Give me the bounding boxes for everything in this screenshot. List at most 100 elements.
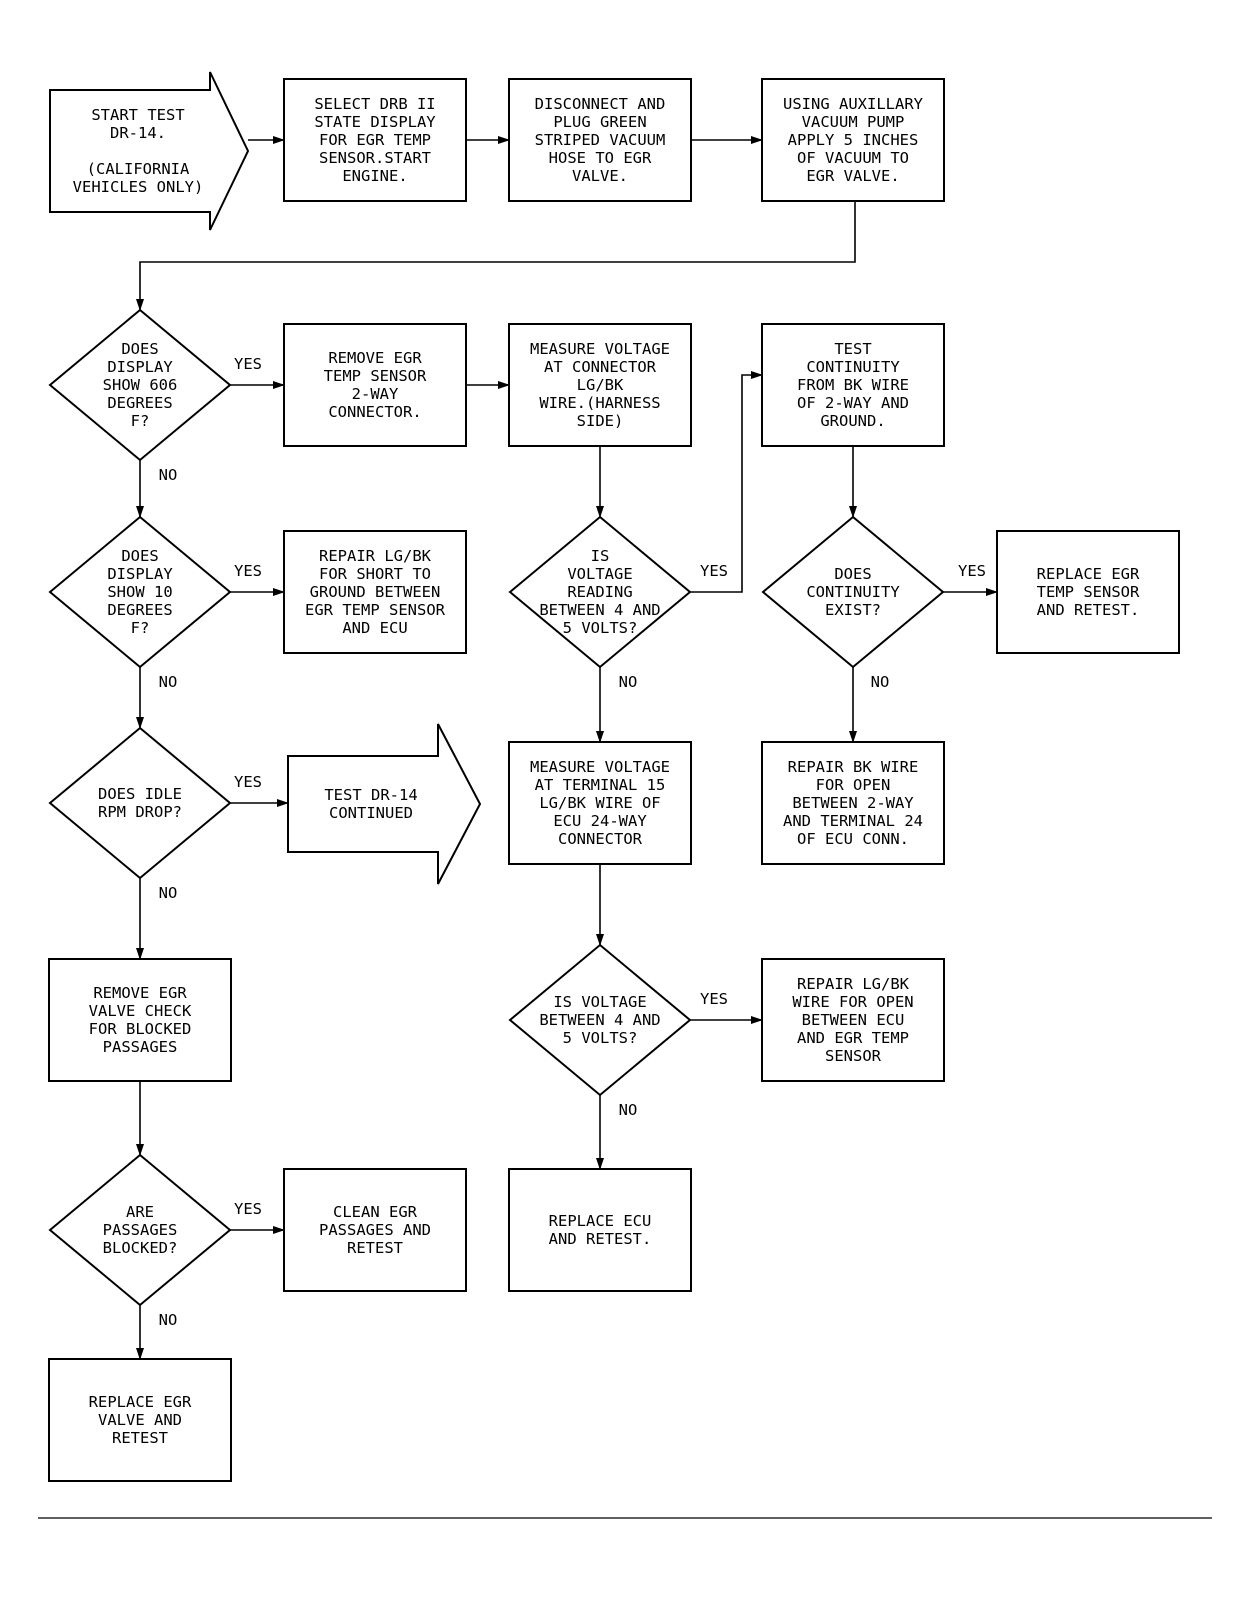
node-text-line: DOES [121, 547, 158, 565]
node-text-line: DISCONNECT AND [535, 95, 666, 113]
process-box [508, 323, 692, 447]
node-text-line: FOR EGR TEMP [319, 131, 431, 149]
process-box [761, 323, 945, 447]
node-text-line: FOR SHORT TO [319, 565, 431, 583]
edge-label: NO [619, 673, 638, 691]
process-box [761, 78, 945, 202]
decision-diamond [48, 726, 232, 880]
node-text-line: CONTINUED [329, 804, 413, 822]
node-text-line: REPLACE EGR [89, 1393, 192, 1411]
edge-label: YES [234, 773, 262, 791]
node-text-line: OF VACUUM TO [797, 149, 909, 167]
node-text-line: REPLACE EGR [1037, 565, 1140, 583]
node-text-line: PASSAGES AND [319, 1221, 431, 1239]
node-text-line: SENSOR.START [319, 149, 431, 167]
node-text-line: DOES [121, 340, 158, 358]
decision-diamond [508, 943, 692, 1097]
node-text-line: MEASURE VOLTAGE [530, 340, 670, 358]
node-text-line: TEMP SENSOR [1037, 583, 1140, 601]
edge-label: YES [234, 1200, 262, 1218]
node-text-line: DOES IDLE [98, 785, 182, 803]
node-text-line: DOES [834, 565, 871, 583]
node-text-line: RPM DROP? [98, 803, 182, 821]
node-text-line: PASSAGES [103, 1221, 178, 1239]
node-text-line: SELECT DRB II [314, 95, 435, 113]
node-text-line: CONTINUITY [806, 358, 900, 376]
node-text-line: USING AUXILLARY [783, 95, 924, 113]
node-text-line: AND ECU [342, 619, 407, 637]
node-text-line: TEST DR-14 [324, 786, 417, 804]
node-text-line: AND EGR TEMP [797, 1029, 909, 1047]
node-text-line: SHOW 606 [103, 376, 178, 394]
edge-label: YES [234, 355, 262, 373]
node-text-line: FOR BLOCKED [89, 1020, 192, 1038]
node-text-line: VALVE CHECK [89, 1002, 192, 1020]
node-text-line: VACUUM PUMP [802, 113, 905, 131]
node-text-line: DISPLAY [107, 358, 173, 376]
edge-label: NO [619, 1101, 638, 1119]
decision-diamond [48, 515, 232, 669]
process-box [48, 1358, 232, 1482]
edge-label: YES [700, 990, 728, 1008]
node-text-line: VALVE. [572, 167, 628, 185]
node-text-line: CONNECTOR [558, 830, 643, 848]
node-text-line: TEMP SENSOR [324, 367, 427, 385]
node-text-line: DISPLAY [107, 565, 173, 583]
node-text-line: REPAIR BK WIRE [788, 758, 919, 776]
node-text-line: ARE [126, 1203, 154, 1221]
process-box [48, 958, 232, 1082]
edge-label: NO [159, 884, 178, 902]
edge-label: NO [871, 673, 890, 691]
node-text-line: RETEST [347, 1239, 403, 1257]
node-text-line: VEHICLES ONLY) [73, 178, 204, 196]
node-text-line: IS [591, 547, 610, 565]
edge-voltage-4-5-a-to-test-continuity [690, 371, 763, 593]
node-text-line: SIDE) [577, 412, 624, 430]
process-box [761, 958, 945, 1082]
node-text-line: BETWEEN 4 AND [539, 601, 660, 619]
decision-diamond [761, 515, 945, 669]
node-text-line: F? [131, 412, 150, 430]
node-text-line: DEGREES [107, 601, 172, 619]
node-text-line: CONTINUITY [806, 583, 900, 601]
process-box [996, 530, 1180, 654]
node-text-line: LG/BK [577, 376, 624, 394]
node-text-line: WIRE FOR OPEN [792, 993, 913, 1011]
process-box [283, 530, 467, 654]
connector-layer [136, 136, 998, 1360]
node-text-line: 5 VOLTS? [563, 1029, 638, 1047]
block-arrow-shape [287, 723, 482, 885]
edge-label: NO [159, 466, 178, 484]
node-text-line: REPLACE ECU [549, 1212, 652, 1230]
node-text-line: ENGINE. [342, 167, 407, 185]
edge-label: YES [700, 562, 728, 580]
node-text-line: EXIST? [825, 601, 881, 619]
edge-label: NO [159, 1311, 178, 1329]
node-text-line: BETWEEN ECU [802, 1011, 905, 1029]
node-text-line: STRIPED VACUUM [535, 131, 666, 149]
node-text-line: RETEST [112, 1429, 168, 1447]
node-text-line: REMOVE EGR [93, 984, 187, 1002]
node-text-line: MEASURE VOLTAGE [530, 758, 670, 776]
node-text-line: FOR OPEN [816, 776, 891, 794]
process-box [761, 741, 945, 865]
decision-diamond [48, 308, 232, 462]
node-text-line: AND RETEST. [549, 1230, 652, 1248]
node-text-line: HOSE TO EGR [549, 149, 652, 167]
